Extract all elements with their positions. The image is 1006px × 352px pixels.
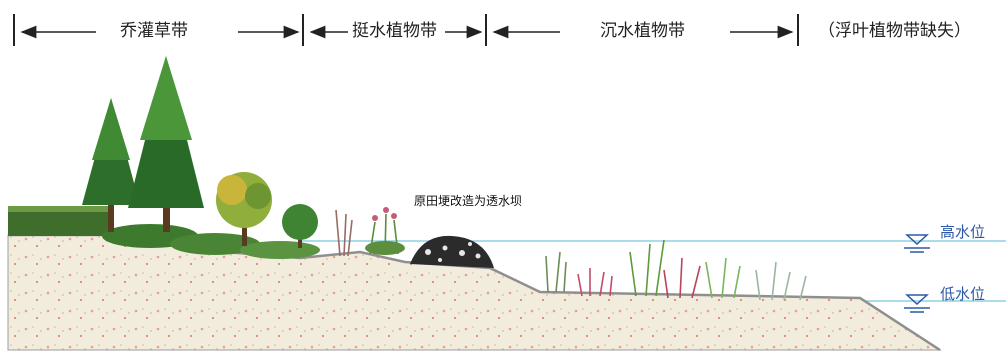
zone-label-tree-shrub-grass: 乔灌草带 [120, 21, 188, 41]
permeable-dam [410, 235, 494, 268]
low-water-label: 低水位 [940, 285, 986, 303]
tree-group [82, 56, 318, 248]
reed-plant [335, 209, 353, 257]
conifer-tree [128, 56, 204, 232]
zone-label-emergent: 挺水植物带 [352, 21, 437, 41]
shrub-belt [102, 224, 320, 259]
high-water-symbol [904, 234, 930, 253]
deciduous-tree [282, 204, 318, 248]
zone-label-floating-missing: （浮叶植物带缺失） [818, 21, 971, 41]
zone-label-submerged: 沉水植物带 [600, 21, 685, 41]
submerged-plants [545, 239, 807, 301]
submerged-plant [577, 268, 613, 297]
submerged-plant [705, 257, 741, 299]
deciduous-tree [216, 172, 272, 246]
emergent-plants [335, 207, 405, 257]
high-water-label: 高水位 [940, 223, 986, 241]
submerged-plant [755, 261, 807, 301]
submerged-plant [545, 251, 567, 293]
low-water-symbol [904, 294, 930, 313]
conifer-tree [82, 98, 140, 232]
submerged-plant [663, 257, 701, 299]
flowering-plant [365, 207, 405, 255]
submerged-plant [629, 239, 665, 297]
zone-dividers [13, 14, 799, 46]
dam-callout: 原田埂改造为透水坝 [414, 194, 523, 208]
